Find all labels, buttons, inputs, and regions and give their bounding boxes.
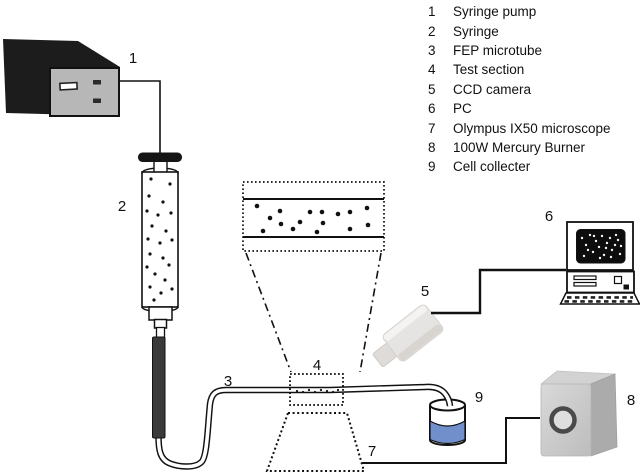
ccd-camera [372,304,444,367]
camera-highlight [383,305,427,341]
microtube-bore [156,385,452,469]
pump-connector-line [119,80,161,153]
pump-button-bottom [93,98,101,103]
callout-test-section: 4 [313,357,321,374]
legend-number: 9 [428,159,436,175]
microscope-objective [265,412,366,472]
legend-number: 8 [428,139,436,155]
pump-button-top [93,80,101,85]
callout-syringe-pump: 1 [129,50,137,67]
test-section [289,373,344,406]
legend-item: 9 Cell collecter [428,157,611,176]
projection-line-right [359,252,382,373]
legend-label: CCD camera [453,81,532,97]
legend-number: 6 [428,101,436,117]
legend-item: 7 Olympus IX50 microscope [428,118,611,137]
test-section-cells [295,388,340,394]
legend-number: 3 [428,42,436,58]
luer-fitting [153,318,168,329]
callout-syringe: 2 [118,198,126,215]
burner-lens-port [549,406,577,434]
legend-label: PC [453,101,472,117]
magnified-cells [254,203,371,235]
pc-power-led [623,284,629,290]
mercury-burner [539,370,618,457]
pump-front-panel [49,67,120,117]
legend-number: 5 [428,81,436,97]
legend-item: 4 Test section [428,60,611,79]
callout-cell-collector: 9 [475,389,483,406]
legend-number: 4 [428,62,436,78]
legend-item: 6 PC [428,99,611,118]
screen-cells [580,233,623,260]
drive-slot-1 [573,275,597,281]
drive-slot-2 [573,281,597,287]
legend-label: Cell collecter [453,159,531,175]
legend-item: 5 CCD camera [428,80,611,99]
test-section-frame [289,373,344,406]
legend: 1 Syringe pump 2 Syringe 3 FEP microtube… [428,2,611,177]
pump-display [59,81,79,91]
legend-number: 1 [428,4,436,20]
syringe-pump [3,39,161,153]
pc-screen [576,229,626,264]
legend-item: 1 Syringe pump [428,2,611,21]
callout-fep-microtube: 3 [224,373,232,390]
light-path-line [362,417,540,464]
camera-body [382,304,444,362]
camera-shadow [398,324,443,361]
collector-liquid [429,419,466,445]
syringe-cells [145,177,174,302]
barrel-taper [148,306,173,321]
legend-item: 3 FEP microtube [428,41,611,60]
pc-button [613,275,623,285]
legend-label: Olympus IX50 microscope [453,120,611,136]
magnified-view [242,181,385,252]
burner-side-face [590,373,618,457]
pc [559,221,640,305]
legend-label: Syringe [453,23,499,39]
legend-number: 2 [428,23,436,39]
callout-pc: 6 [545,208,553,225]
legend-label: FEP microtube [453,42,543,58]
plunger-top [138,152,182,162]
legend-label: Syringe pump [453,4,537,20]
fep-microtube [155,383,454,470]
tube-sleeve [152,336,166,439]
camera-cable [431,268,566,315]
callout-microscope: 7 [368,443,376,460]
cell-collector [429,398,466,446]
legend-label: Test section [453,62,525,78]
callout-mercury-burner: 8 [627,392,635,409]
legend-item: 2 Syringe [428,21,611,40]
legend-label: 100W Mercury Burner [453,139,586,155]
magnified-view-frame [242,181,385,252]
syringe [138,152,182,439]
legend-number: 7 [428,120,436,136]
legend-item: 8 100W Mercury Burner [428,138,611,157]
projection-line-left [245,252,292,373]
callout-ccd-camera: 5 [421,283,429,300]
